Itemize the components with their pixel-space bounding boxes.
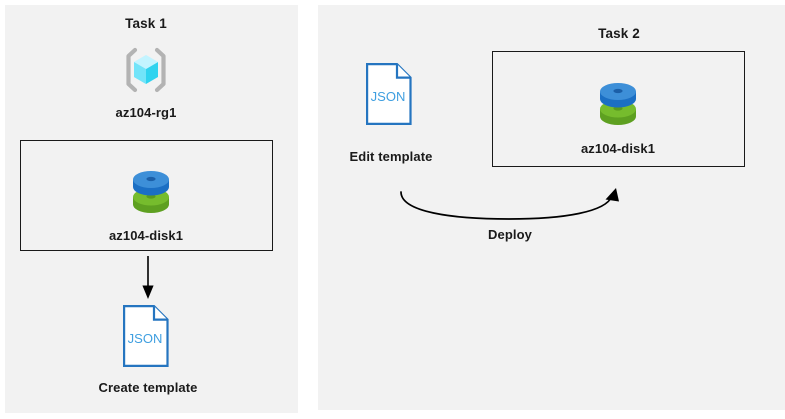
task-2-title: Task 2 bbox=[598, 26, 640, 41]
azure-resource-group-icon bbox=[122, 44, 170, 96]
task-2-resource-box bbox=[492, 51, 745, 167]
json-document-icon: JSON bbox=[366, 63, 416, 125]
deploy-label: Deploy bbox=[488, 227, 532, 242]
azure-managed-disk-icon bbox=[595, 79, 641, 129]
task-1-resource-box bbox=[20, 140, 273, 251]
resource-group-label: az104-rg1 bbox=[115, 105, 177, 120]
json-document-icon: JSON bbox=[123, 305, 173, 367]
azure-managed-disk-icon bbox=[128, 167, 174, 217]
task-1-disk-label: az104-disk1 bbox=[108, 228, 184, 243]
arrow-down-icon bbox=[138, 256, 158, 303]
task-2-disk-label: az104-disk1 bbox=[580, 141, 656, 156]
curved-arrow-right-icon bbox=[392, 186, 627, 231]
task-1-title: Task 1 bbox=[125, 16, 167, 31]
create-template-label: Create template bbox=[98, 380, 198, 395]
json-document-text: JSON bbox=[371, 89, 406, 104]
json-document-text: JSON bbox=[128, 331, 163, 346]
edit-template-label: Edit template bbox=[349, 149, 433, 164]
